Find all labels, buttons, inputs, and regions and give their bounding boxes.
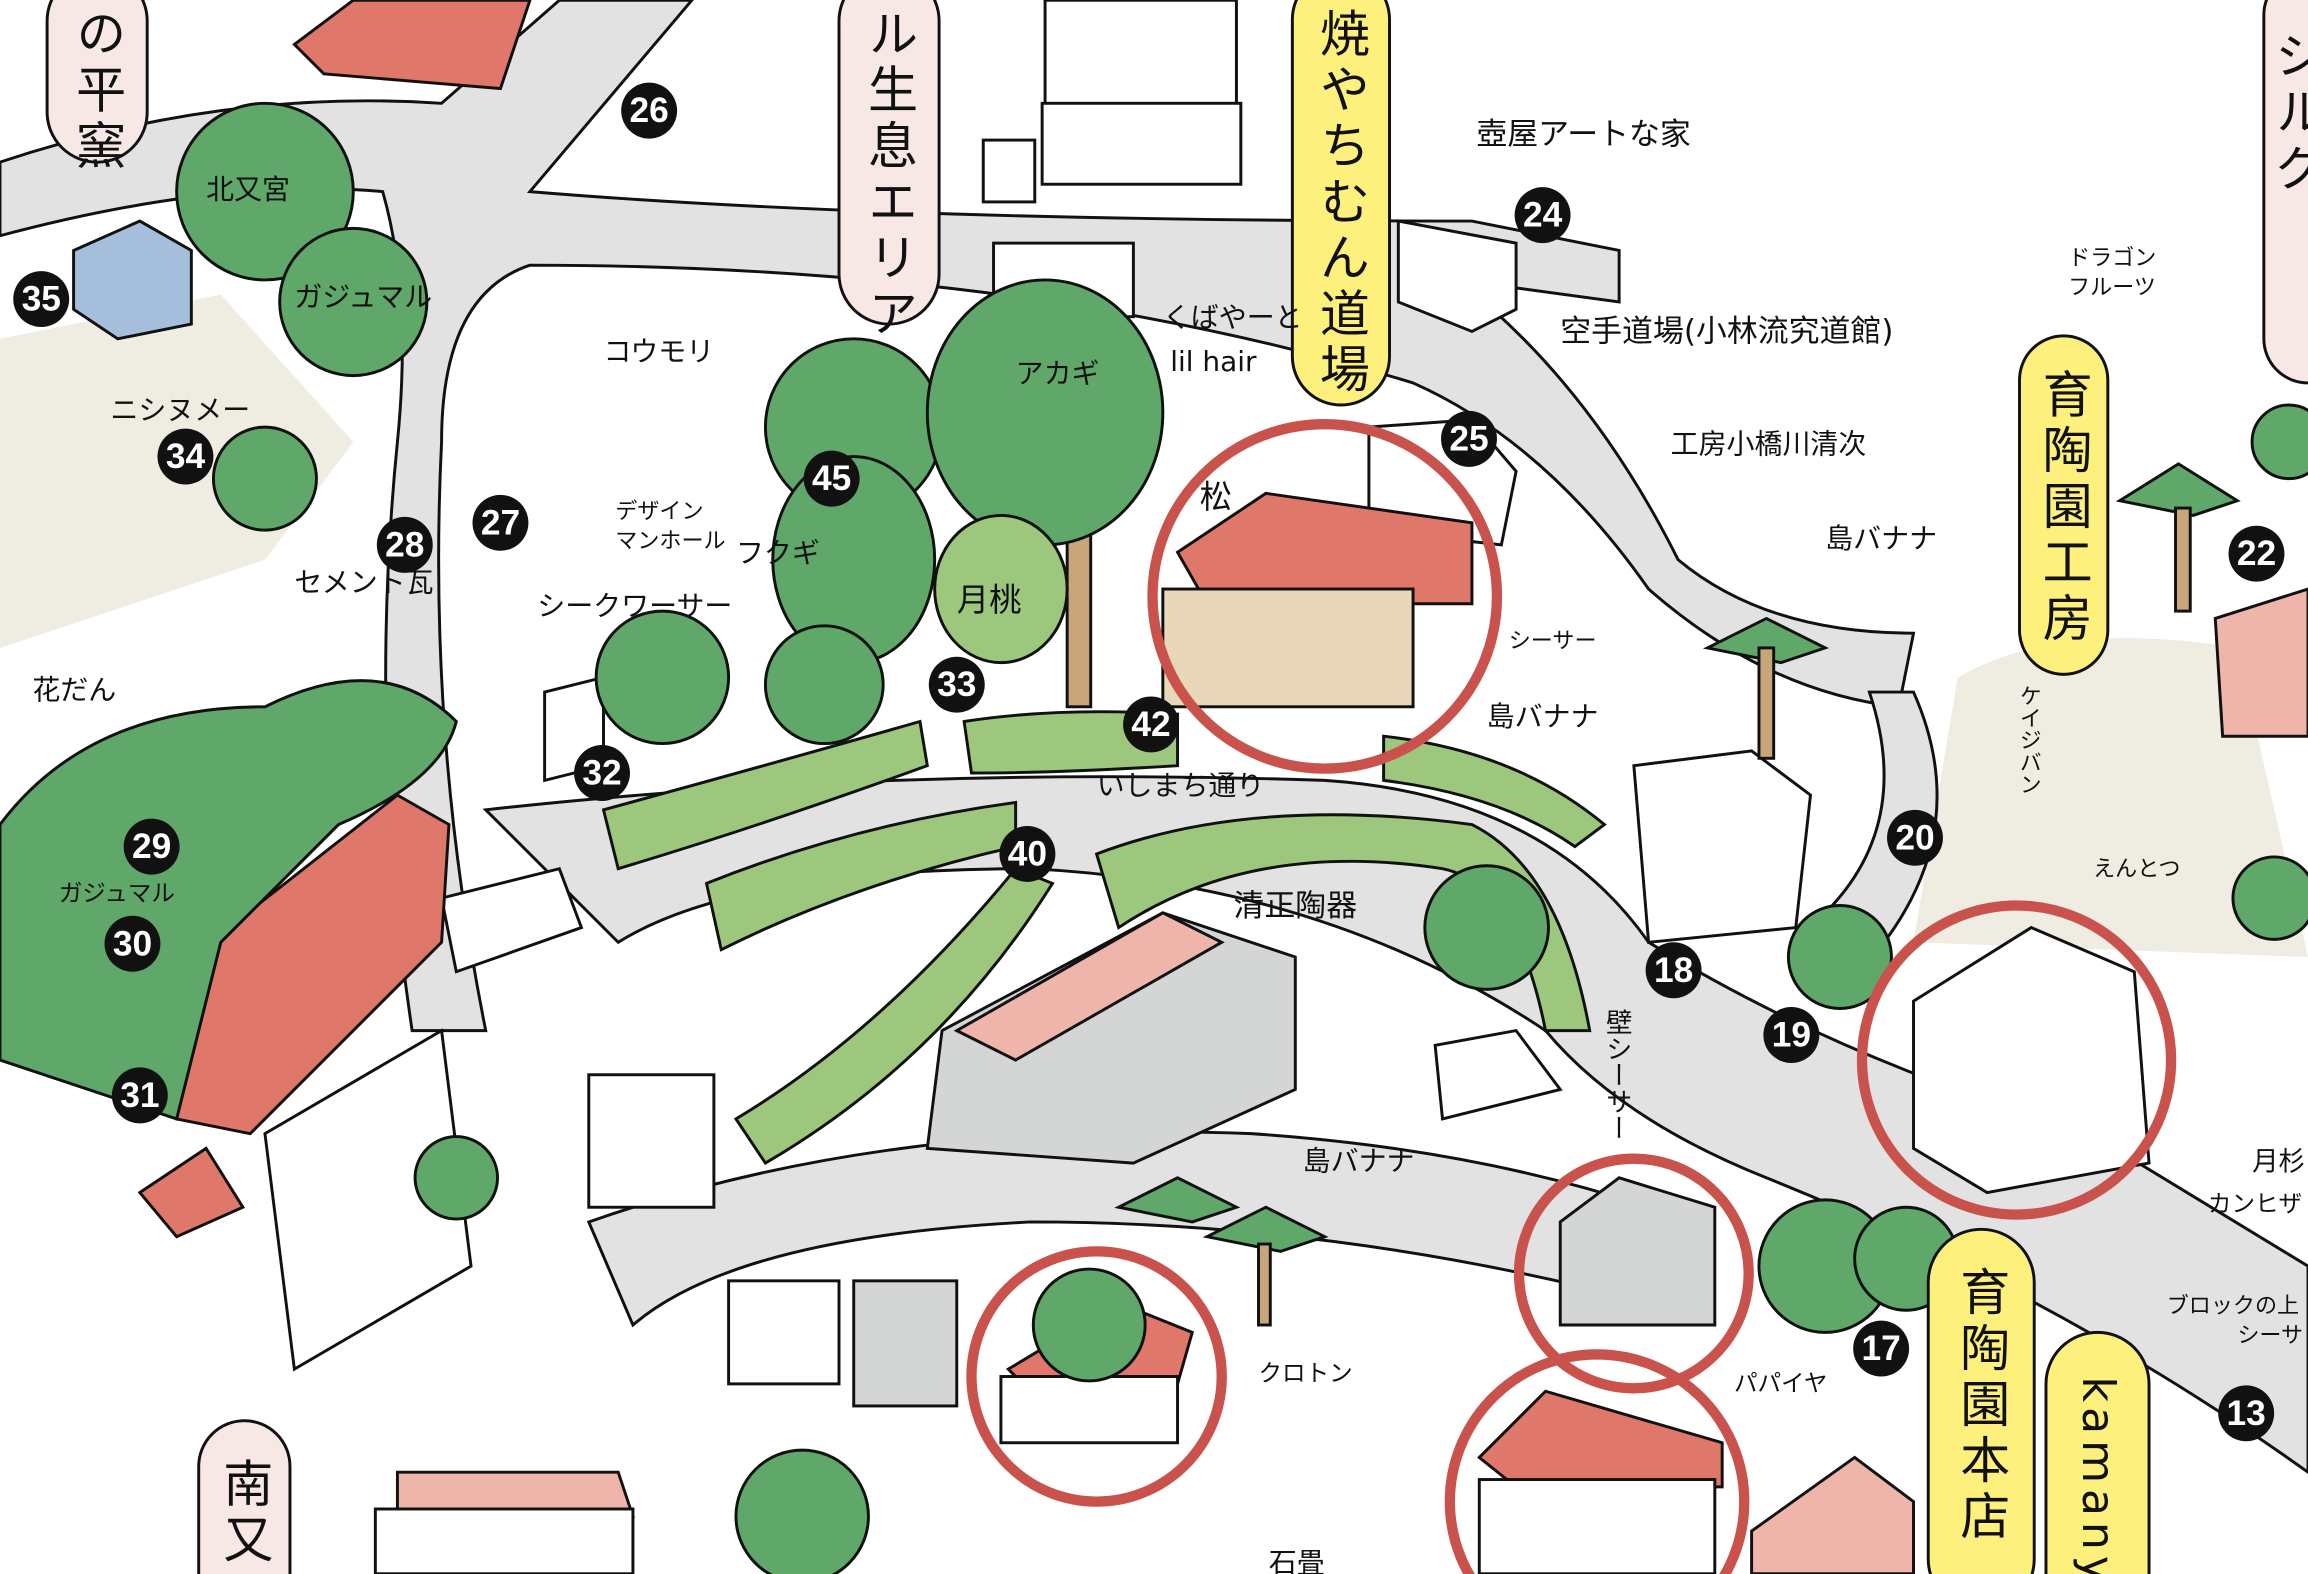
svg-text:18: 18 — [1654, 951, 1693, 990]
svg-text:33: 33 — [937, 665, 976, 704]
marker-45[interactable]: 45 — [803, 450, 860, 507]
labels: 北又宮 ガジュマル ニシヌメー セメント瓦 花だん コウモリ デザイン マンホー… — [32, 116, 2305, 1574]
label-shikuwasa: シークワーサー — [537, 590, 732, 623]
buildings — [72, 0, 2308, 1574]
label-matsu: 松 — [1200, 478, 1232, 516]
svg-text:19: 19 — [1772, 1016, 1811, 1055]
label-fukugi: フクギ — [736, 537, 820, 570]
label-gajumaru: ガジュマル — [294, 280, 432, 313]
marker-22[interactable]: 22 — [2228, 525, 2285, 582]
label-lil-hair: lil hair — [1170, 345, 1257, 378]
marker-42[interactable]: 42 — [1123, 696, 1180, 753]
marker-18[interactable]: 18 — [1645, 942, 1702, 999]
banner-ikutouen-honten: 育陶園本店 — [1952, 1266, 2010, 1546]
marker-28[interactable]: 28 — [376, 516, 433, 573]
svg-text:45: 45 — [812, 459, 851, 498]
banner-habitat-area: ル生息エリア — [860, 8, 918, 344]
banner-noborigama: の平窯 — [68, 8, 126, 176]
label-croton: クロトン — [1259, 1359, 1353, 1387]
marker-20[interactable]: 20 — [1887, 809, 1943, 866]
svg-text:30: 30 — [113, 924, 152, 963]
svg-text:25: 25 — [1449, 419, 1488, 458]
label-kitamata-miya: 北又宮 — [206, 173, 290, 206]
label-bat: コウモリ — [603, 335, 714, 368]
banner-kamany: kamany — [2072, 1377, 2123, 1574]
svg-text:13: 13 — [2227, 1394, 2266, 1433]
marker-27[interactable]: 27 — [472, 494, 529, 551]
label-akagi: アカギ — [1016, 357, 1100, 390]
label-shisa: シーサー — [1509, 629, 1597, 654]
marker-25[interactable]: 25 — [1441, 410, 1497, 467]
banner-yachimun-dojo: 焼やちむん道場 — [1312, 8, 1370, 400]
label-shima-banana-2: 島バナナ — [1487, 700, 1599, 733]
markers: 26 24 35 25 34 28 27 45 22 33 42 32 20 2… — [13, 82, 2285, 1442]
label-papaya: パパイヤ — [1734, 1369, 1827, 1397]
svg-text:29: 29 — [132, 827, 171, 866]
label-shima-banana: 島バナナ — [1825, 522, 1937, 555]
svg-text:28: 28 — [385, 525, 424, 564]
svg-text:26: 26 — [629, 91, 668, 130]
label-dragon-fruit: ドラゴン — [2068, 246, 2156, 271]
trees — [0, 101, 2308, 1574]
label-kabe-shisa: 壁シーサー — [1601, 1009, 1632, 1141]
label-ishimachi-street: いしまち通り — [1097, 769, 1265, 802]
label-kubayato: くばやーと — [1163, 301, 1303, 334]
label-flowerbed: 花だん — [32, 673, 116, 706]
label-entotsu: えんとつ — [2093, 857, 2180, 882]
label-stone-wall: 石畳 — [1269, 1546, 1325, 1574]
label-gajumaru-2: ガジュマル — [59, 879, 175, 907]
label-dragon-fruit-2: フルーツ — [2068, 276, 2156, 301]
label-design-manhole-2: マンホール — [615, 529, 725, 554]
label-block-shisa-2: シーサ — [2237, 1324, 2303, 1349]
highlight-rings — [966, 419, 2177, 1574]
label-tsuboya-art-house: 壺屋アートな家 — [1476, 116, 1691, 152]
marker-40[interactable]: 40 — [999, 826, 1056, 882]
banner-right-edge: ジルグ — [2267, 30, 2308, 198]
banners: の平窯 ル生息エリア 焼やちむん道場 育陶園工房 育陶園本店 kamany ジル… — [45, 0, 2308, 1574]
svg-text:42: 42 — [1131, 705, 1170, 744]
label-getto-kanhizakura: 月杉 — [2252, 1146, 2305, 1177]
marker-30[interactable]: 30 — [104, 915, 161, 972]
label-getto-kanhizakura-2: カンヒザ — [2208, 1190, 2302, 1218]
marker-24[interactable]: 24 — [1514, 187, 1571, 244]
label-getto: 月桃 — [957, 581, 1022, 619]
svg-text:24: 24 — [1523, 196, 1563, 235]
ground-area — [1913, 638, 2308, 958]
label-design-manhole: デザイン — [615, 499, 703, 524]
svg-text:40: 40 — [1008, 834, 1047, 873]
banner-ikutouen-koubou: 育陶園工房 — [2035, 368, 2093, 648]
label-keijiban: ケイジバン — [2016, 685, 2041, 795]
svg-text:35: 35 — [22, 280, 61, 319]
marker-34[interactable]: 34 — [157, 428, 214, 485]
marker-29[interactable]: 29 — [123, 818, 180, 875]
label-kobo-kobashikawa: 工房小橋川清次 — [1671, 428, 1867, 461]
marker-33[interactable]: 33 — [928, 656, 985, 713]
label-block-shisa: ブロックの上 — [2167, 1294, 2299, 1319]
banner-bottom-left: 南又 — [215, 1457, 273, 1569]
svg-text:34: 34 — [166, 437, 206, 476]
marker-13[interactable]: 13 — [2218, 1385, 2275, 1442]
marker-19[interactable]: 19 — [1763, 1007, 1820, 1063]
svg-text:17: 17 — [1861, 1329, 1900, 1368]
svg-text:27: 27 — [481, 503, 520, 542]
marker-31[interactable]: 31 — [111, 1067, 168, 1124]
label-nishinume: ニシヌメー — [110, 394, 250, 427]
marker-17[interactable]: 17 — [1853, 1320, 1910, 1377]
svg-text:31: 31 — [120, 1076, 159, 1115]
label-shima-banana-3: 島バナナ — [1303, 1144, 1415, 1177]
label-karate-dojo: 空手道場(小林流究道館) — [1560, 314, 1893, 350]
svg-text:32: 32 — [582, 754, 621, 793]
marker-35[interactable]: 35 — [13, 271, 70, 328]
svg-text:20: 20 — [1895, 818, 1934, 857]
marker-32[interactable]: 32 — [574, 745, 630, 801]
label-kiyomasa-touki: 清正陶器 — [1233, 888, 1357, 924]
marker-26[interactable]: 26 — [621, 82, 678, 139]
svg-text:22: 22 — [2237, 534, 2276, 573]
